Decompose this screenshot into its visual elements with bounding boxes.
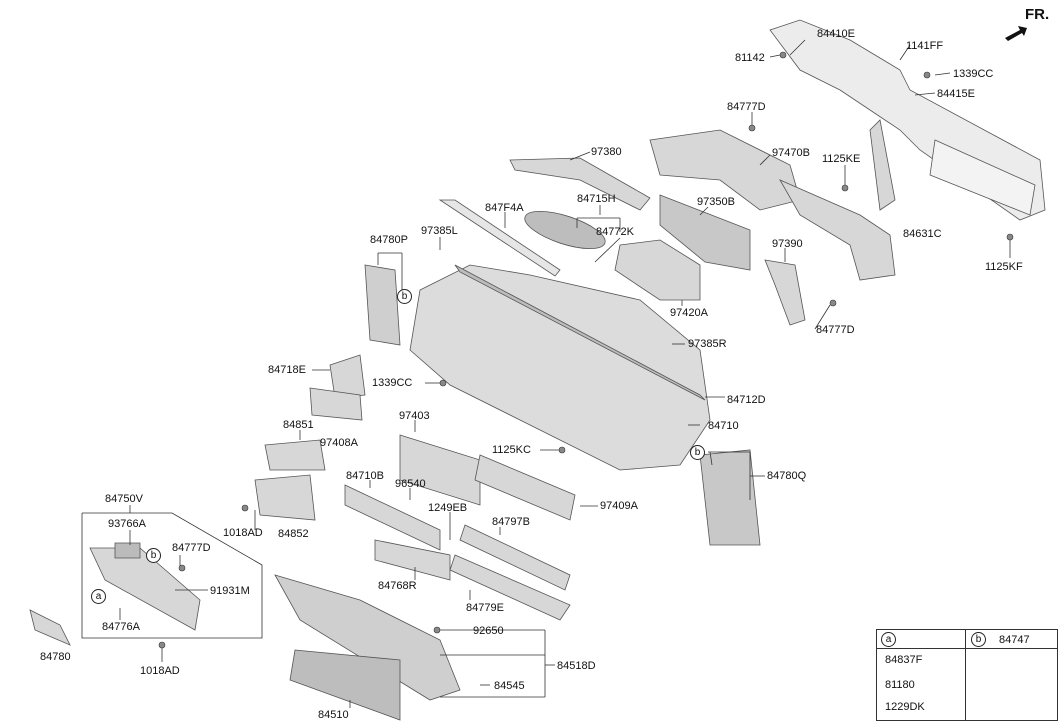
part-label: 84779E xyxy=(466,602,504,614)
part-label: 84780 xyxy=(40,651,71,663)
part-label: 84750V xyxy=(105,493,143,505)
part-label: 847F4A xyxy=(485,202,524,214)
part-label: 84710 xyxy=(708,420,739,432)
legend-table: a b 84747 84837F 81180 1229DK xyxy=(876,629,1058,721)
part-label: 97380 xyxy=(591,146,622,158)
part-label: 84715H xyxy=(577,193,616,205)
part-label: 97420A xyxy=(670,307,708,319)
part-label: 84772K xyxy=(596,226,634,238)
legend-b-part: 84747 xyxy=(999,634,1030,646)
front-arrow-icon xyxy=(1005,26,1027,41)
part-label: 84768R xyxy=(378,580,417,592)
callout-a-marker: a xyxy=(91,589,106,604)
part-label: 97408A xyxy=(320,437,358,449)
front-direction-label: FR. xyxy=(1025,6,1050,23)
legend-a-marker: a xyxy=(881,632,896,647)
part-label: 91931M xyxy=(210,585,250,597)
part-label: 84852 xyxy=(278,528,309,540)
part-label: 84631C xyxy=(903,228,942,240)
callout-b-marker: b xyxy=(146,548,161,563)
part-label: 84718E xyxy=(268,364,306,376)
part-label: 1125KC xyxy=(492,444,531,456)
part-label: 84780P xyxy=(370,234,408,246)
part-label: 84797B xyxy=(492,516,530,528)
legend-a-part: 84837F xyxy=(885,654,923,666)
part-label: 96540 xyxy=(395,478,426,490)
part-label: 93766A xyxy=(108,518,146,530)
part-label: 84777D xyxy=(816,324,855,336)
part-label: 97409A xyxy=(600,500,638,512)
part-label: 1125KF xyxy=(985,261,1023,273)
part-label: 84410E xyxy=(817,28,855,40)
legend-a-part: 81180 xyxy=(885,679,915,691)
part-label: 92650 xyxy=(473,625,504,637)
part-label: 84710B xyxy=(346,470,384,482)
part-label: 84777D xyxy=(727,101,766,113)
part-label: 84776A xyxy=(102,621,140,633)
part-label: 84780Q xyxy=(767,470,807,482)
part-label: 97403 xyxy=(399,410,430,422)
part-label: 1125KE xyxy=(822,153,861,165)
part-label: 1339CC xyxy=(372,377,413,389)
part-label: 84415E xyxy=(937,88,975,100)
part-label: 1249EB xyxy=(428,502,468,514)
part-label: 84518D xyxy=(557,660,596,672)
part-label: 84545 xyxy=(494,680,525,692)
part-label: 81142 xyxy=(735,52,765,64)
legend-b-marker: b xyxy=(971,632,986,647)
part-label: 84510 xyxy=(318,709,349,721)
part-label: 97385R xyxy=(688,338,727,350)
part-label: 97470B xyxy=(772,147,810,159)
callout-b-marker: b xyxy=(690,445,705,460)
part-label: 84851 xyxy=(283,419,314,431)
part-label: 84712D xyxy=(727,394,766,406)
part-label: 97390 xyxy=(772,238,803,250)
part-label: 97350B xyxy=(697,196,735,208)
legend-a-part: 1229DK xyxy=(885,701,925,713)
part-label: 97385L xyxy=(421,225,458,237)
part-label: 1018AD xyxy=(140,665,180,677)
part-label: 84777D xyxy=(172,542,211,554)
callout-b-marker: b xyxy=(397,289,412,304)
part-label: 1339CC xyxy=(953,68,994,80)
part-label: 1018AD xyxy=(223,527,263,539)
part-label: 1141FF xyxy=(906,40,944,52)
